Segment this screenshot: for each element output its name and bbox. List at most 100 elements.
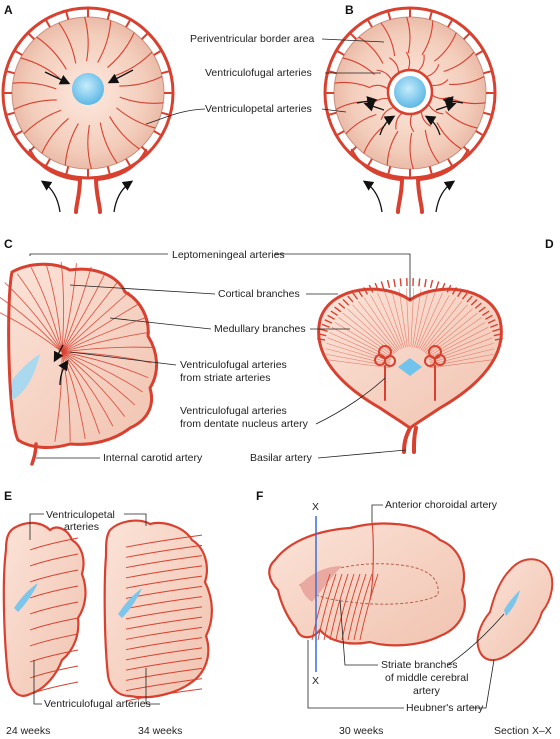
label-30-weeks: 30 weeks [339, 725, 383, 737]
ventriculopetal-vessel [116, 107, 156, 129]
medullary-branch [370, 295, 401, 350]
leader-striate-f [339, 599, 378, 666]
cortical-branch [494, 338, 503, 341]
leader-ventriculopetal-b [321, 108, 347, 113]
label-periventricular: Periventricular border area [190, 33, 314, 45]
medullary-vessel [125, 534, 203, 548]
label-striate-2: of middle cerebral [385, 672, 468, 684]
arrow-b-5 [379, 115, 396, 136]
basilar-artery-d [402, 426, 412, 454]
medullary-vessel [29, 633, 79, 647]
striate-branches-f [311, 573, 379, 641]
ventricle-a [72, 73, 104, 105]
lateral-hemisphere-f [268, 522, 466, 647]
ring-spoke [349, 32, 357, 40]
medullary-branch [61, 351, 149, 379]
label-heubner: Heubner's artery [406, 702, 484, 714]
panel-c: C [0, 237, 158, 466]
medullary-vessel [125, 637, 203, 651]
arrow-b-4 [435, 101, 457, 112]
label-vf-dentate-1: Ventriculofugal arteries [180, 405, 287, 417]
striate-branch [347, 573, 367, 641]
cortical-branch [386, 279, 391, 289]
ring-spoke [44, 158, 51, 168]
medullary-branch [327, 337, 391, 362]
ventriculopetal-vessel [436, 122, 462, 150]
hemisphere-c [7, 262, 158, 449]
ring-spoke [13, 130, 23, 137]
ventriculopetal-vessel [109, 116, 140, 150]
medullary-branch [429, 348, 495, 365]
ring-spoke [335, 49, 345, 56]
medullary-vessel [29, 681, 79, 695]
cortical-branch [441, 282, 446, 291]
ring-spoke [387, 10, 392, 20]
ventriculofugal-vessel [376, 69, 393, 81]
leader-leptomeningeal-c [29, 253, 168, 256]
ventriculopetal-vessel [424, 129, 440, 164]
cortical-branch [418, 278, 421, 287]
ventriculopetal-vessel [334, 81, 371, 89]
leader-e-vf-left [33, 660, 42, 705]
medullary-branch [61, 266, 92, 353]
ventriculopetal-vessels-a [12, 16, 164, 170]
arrow-a-right [107, 69, 134, 84]
medullary-vessel [125, 596, 203, 610]
ventriculofugal-vessel [389, 57, 400, 74]
leader-vf-dentate [315, 377, 386, 425]
label-cortical: Cortical branches [218, 288, 300, 300]
cortical-branch [327, 314, 335, 320]
cortical-fringe-d [317, 278, 503, 341]
ventricular-vessels-e [29, 534, 203, 702]
medullary-branch [45, 263, 63, 353]
panel-f: F X X Anterior choroidal artery Striate … [256, 489, 554, 737]
cortical-branch [399, 278, 402, 287]
medullary-vessel [125, 657, 203, 671]
ring-spoke [153, 49, 163, 56]
ventriculopetal-vessel [409, 132, 414, 170]
labels-ab: Periventricular border area Ventriculofu… [145, 33, 385, 125]
medullary-vessel [29, 665, 79, 679]
medullary-branch [422, 301, 463, 352]
medullary-branch [420, 297, 456, 351]
internal-carotid-stub [30, 442, 38, 466]
label-e-ventriculopetal-1: Ventriculopetal [46, 509, 115, 521]
ventriculofugal-vessel [425, 64, 440, 78]
medullary-vessel [125, 565, 203, 579]
striate-branch [311, 573, 331, 641]
medullary-vessel [125, 544, 203, 558]
leader-striate-section [447, 613, 505, 666]
arrow-b-1 [356, 96, 378, 107]
medullary-vessel [29, 585, 79, 599]
cortical-branch [446, 284, 452, 293]
ring-spoke [106, 166, 111, 176]
cortical-branch [485, 314, 493, 320]
panel-label-c: C [4, 237, 13, 251]
panel-e: E Ventriculopetal arteries Ventriculofug… [2, 489, 213, 737]
cortical-branch [362, 287, 369, 295]
fourth-ventricle-d [398, 358, 422, 376]
medullary-vessel [29, 569, 79, 583]
ring-spoke [387, 166, 392, 176]
label-e-ventriculopetal-2: arteries [64, 521, 99, 533]
medullary-branch [415, 290, 436, 348]
cortical-branch [374, 282, 379, 291]
arrow-b-3 [442, 96, 464, 107]
section-ventricle [504, 590, 520, 616]
panel-label-a: A [4, 3, 13, 17]
panel-label-e: E [4, 489, 12, 503]
cortical-branch [487, 319, 496, 324]
basal-ganglia-outline [299, 563, 439, 605]
cortical-branch [456, 289, 463, 298]
medullary-branch [405, 288, 410, 348]
arrow-a-left [44, 71, 71, 85]
medullary-branch [429, 342, 494, 364]
striate-branch [329, 573, 349, 641]
ring-spoke [161, 70, 171, 75]
leader-e-vp-right [124, 513, 147, 526]
ring-spoke [475, 49, 485, 56]
leader-heubner-f [307, 640, 404, 709]
medullary-branch [60, 261, 65, 353]
medullary-branch [61, 351, 101, 434]
artery-trunk-a2 [94, 176, 102, 214]
